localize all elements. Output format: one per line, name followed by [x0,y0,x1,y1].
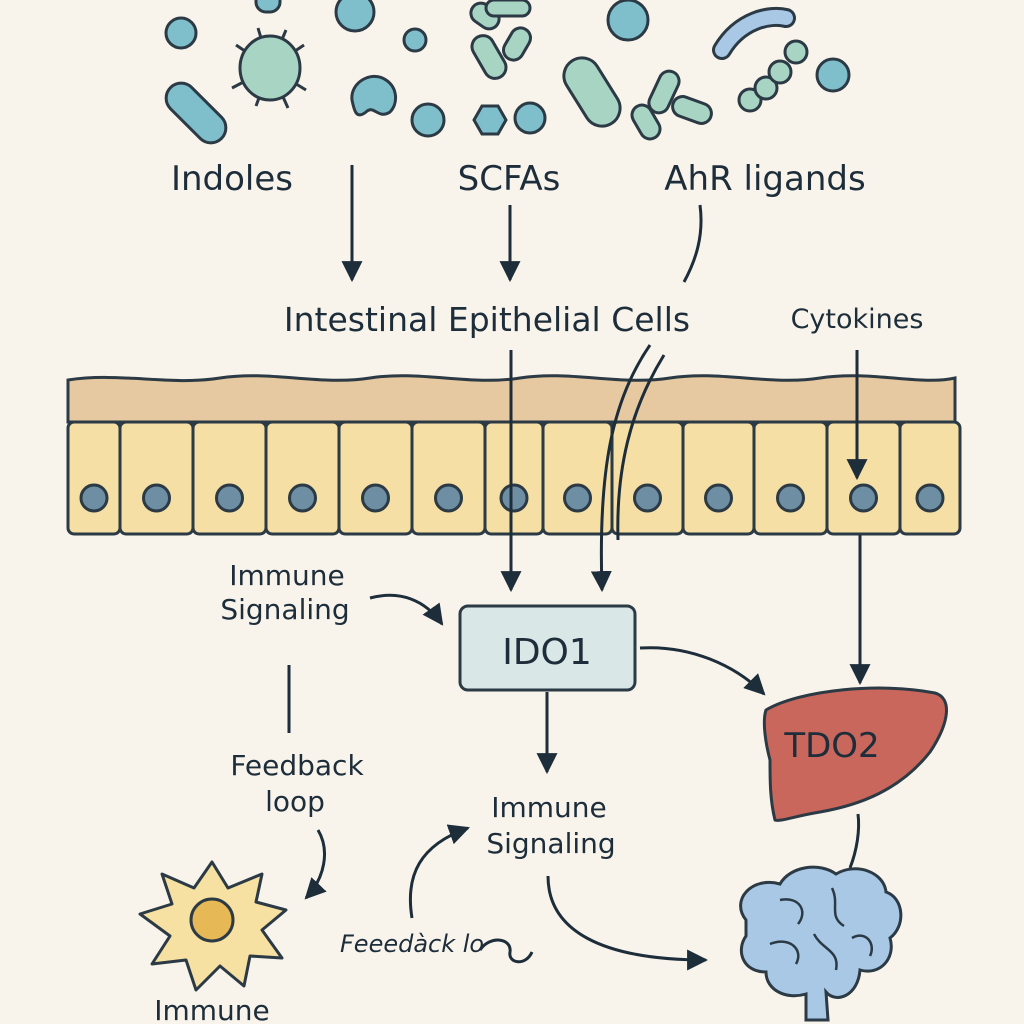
vibrio-microbe-fill [715,9,793,57]
coccus-microbe [334,0,376,33]
ido1-label: IDO1 [502,632,592,673]
immune-signaling-left-line1: Immune [229,559,345,592]
cytokines-label: Cytokines [791,304,924,335]
feedback-swirl-icon [478,938,534,964]
streptococcus-chain [737,39,809,113]
rod-microbe [484,0,532,18]
amoeba-microbe [350,74,397,117]
epithelial-cell [825,420,902,536]
immune-signaling-left-line2: Signaling [220,593,349,626]
epithelial-cell [752,420,829,536]
immune-signaling-center-line1: Immune [491,791,607,824]
cell-nucleus [434,483,463,513]
coccus-microbe [815,57,851,93]
intestinal-epithelium [66,374,962,536]
immune-cell-nucleus [189,897,235,943]
epithelial-cell [264,420,341,536]
epithelial-cell [898,420,962,536]
pathway-arrows [287,344,871,971]
cell-nucleus [633,483,662,513]
rod-microbe [502,26,532,62]
tdo2-to-brain-line [848,813,861,869]
ido1-enzyme-box: IDO1 [458,604,637,692]
cell-nucleus [79,483,109,513]
signaling-to-brain-arrow [546,875,709,971]
cell-nucleus [215,483,244,513]
coccus-microbe [606,0,650,42]
rod-microbe [164,81,228,145]
feedback-loop-line2: loop [265,785,325,818]
tdo2-liver: TDO2 [762,686,948,822]
rod-microbe [254,0,282,14]
cell-nucleus [499,483,529,513]
metabolite-arrows [341,165,703,283]
brain-icon [739,865,903,1022]
epithelial-cell [681,420,756,536]
ahr-ligands-curve [682,204,703,283]
cell-nucleus [915,483,945,513]
cell-nucleus [288,483,317,513]
cell-nucleus [361,483,390,513]
coccus-microbe [402,27,428,53]
rod-microbe [470,34,508,80]
immune-signaling-center-line2: Signaling [486,827,615,860]
branched-microbe [630,69,713,141]
epithelial-cell-row [66,420,962,536]
ahr-ligands-label: AhR ligands [664,159,865,199]
coccus-microbe [410,102,446,138]
cell-nucleus [849,483,878,513]
immune-cell [138,860,288,992]
ahr-to-ido1-arrow-outer [590,344,652,593]
cell-nucleus [563,483,592,513]
indoles-label: Indoles [171,159,293,199]
ido1-to-tdo2-arrow [639,646,766,696]
epithelial-cells-label: Intestinal Epithelial Cells [284,300,690,339]
tdo2-label: TDO2 [783,726,879,766]
epithelial-cell [610,420,685,536]
epithelial-cell [118,420,195,536]
feedback-to-immune-cell-arrow [304,829,327,900]
epithelial-cell [66,420,122,536]
immune-signaling-to-ido1-arrow [369,593,444,626]
epithelial-cell [410,420,487,536]
cell-nucleus [142,483,171,513]
epithelial-cell [483,420,545,536]
cell-nucleus [704,483,733,513]
spiky-microbe [231,27,307,109]
cell-nucleus [776,483,805,513]
hexagon-microbe [472,104,508,136]
scfas-label: SCFAs [458,159,561,199]
rod-microbe [562,56,622,128]
feedback-loop-bottom-label: Feeedàck lo [340,930,484,958]
epithelial-cell [191,420,268,536]
feedback-loop-line1: Feedback [230,749,364,782]
feedback-to-signaling-arrow [408,824,470,919]
gut-microbes [164,0,851,145]
immune-cell-label: Immune [154,994,270,1024]
epithelial-cell [337,420,414,536]
ahr-to-ido1-arrow-inner [616,354,666,541]
coccus-microbe [164,16,198,50]
coccus-microbe [513,101,547,135]
